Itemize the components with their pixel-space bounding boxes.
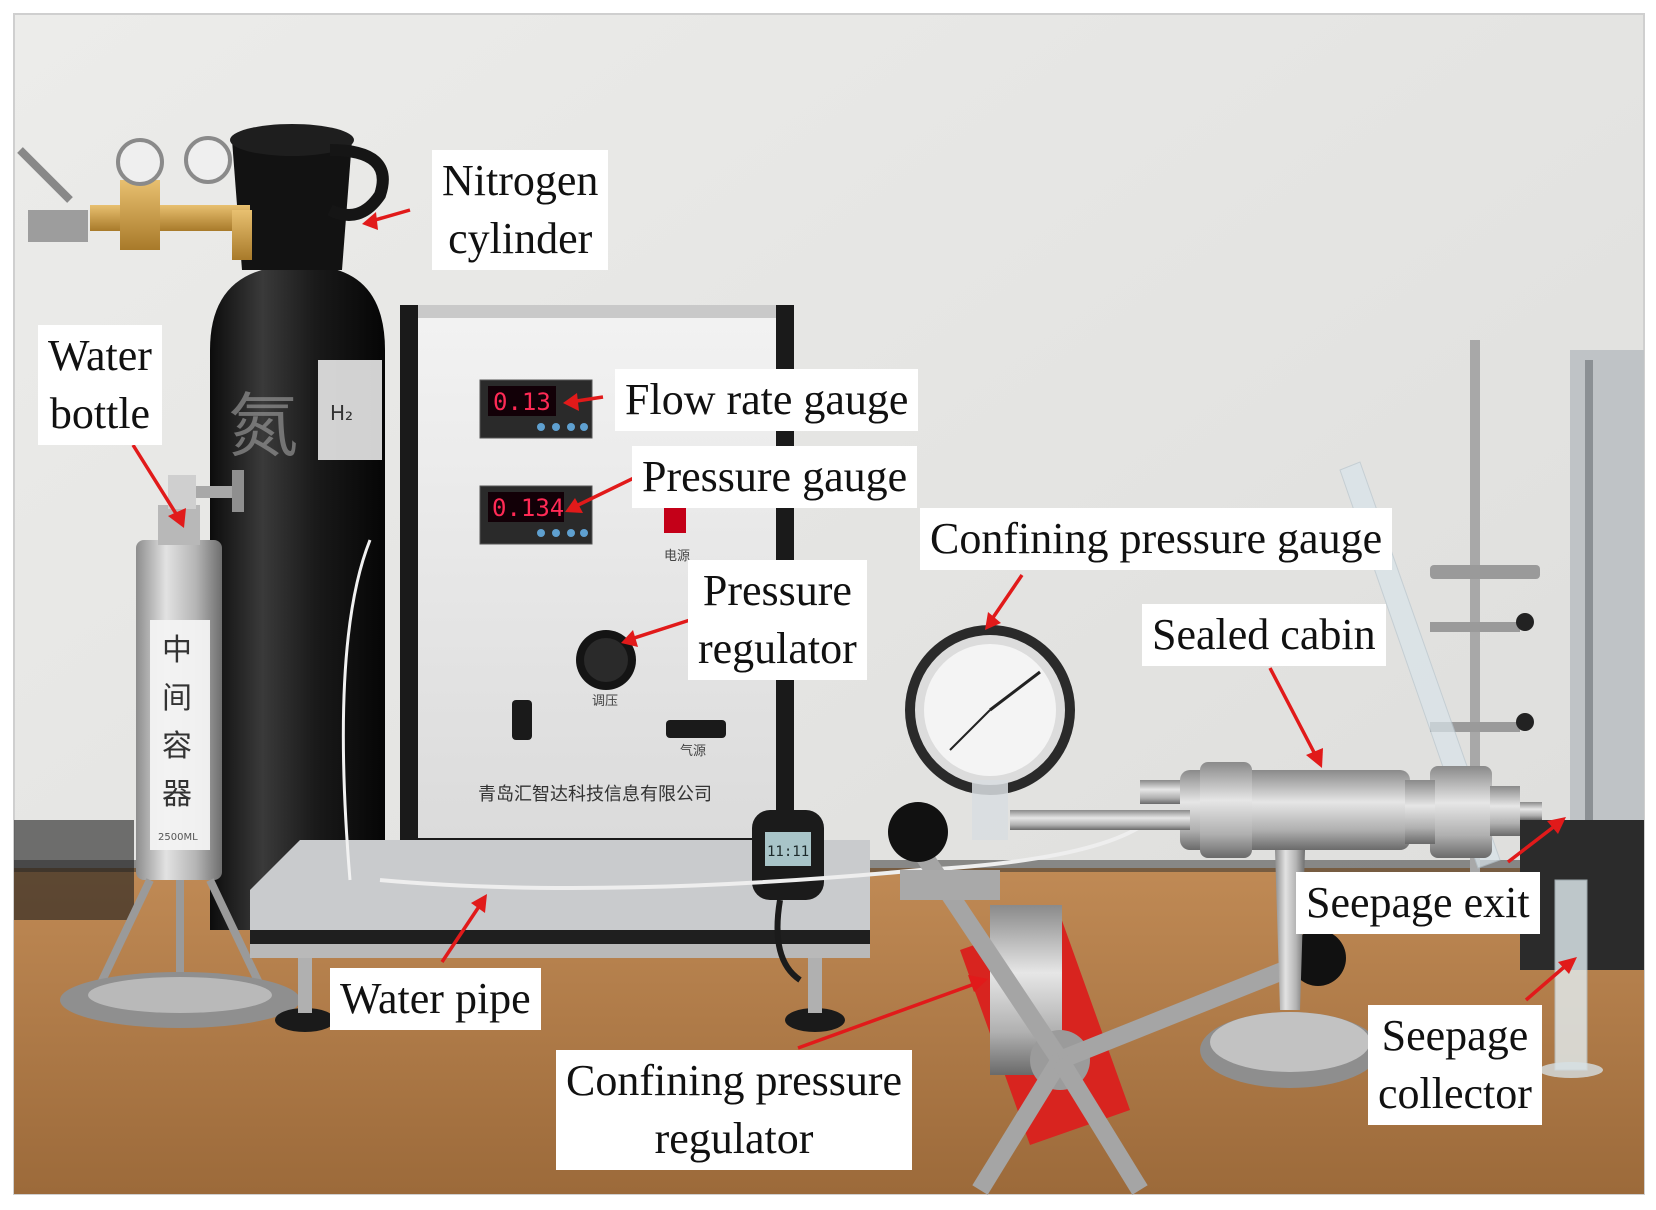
pressure-display-value: 0.134 — [492, 494, 564, 522]
arrow-sealed-cabin — [1268, 667, 1323, 768]
label-nitrogen-cylinder: Nitrogen cylinder — [432, 150, 609, 270]
label-sealed-cabin: Sealed cabin — [1142, 604, 1386, 666]
nitrogen-cylinder: H₂ 氮 — [210, 124, 389, 930]
label-seepage-collector-line-2: collector — [1378, 1069, 1532, 1118]
label-confining-pressure-gauge: Confining pressure gauge — [920, 508, 1393, 570]
confining-pressure-regulator — [888, 802, 1346, 1195]
sealed-cabin — [1140, 762, 1542, 1088]
arrow-seepage-collector — [1524, 957, 1577, 1002]
bottle-char-1: 中 — [162, 633, 192, 668]
bottle-char-4: 器 — [162, 777, 192, 812]
bottle-char-2: 间 — [162, 681, 192, 716]
water-bottle: 中 间 容 器 2500ML — [60, 470, 300, 1028]
label-nitrogen-cylinder-line-2: cylinder — [448, 214, 593, 263]
cylinder-tag: H₂ — [330, 401, 353, 425]
flow-display-value: 0.13 — [493, 388, 551, 416]
base-plate — [250, 840, 870, 1032]
label-water-pipe: Water pipe — [330, 968, 541, 1030]
arrow-confining-pressure-regulator — [797, 975, 988, 1050]
label-confining-pressure-regulator-line-2: regulator — [654, 1114, 814, 1163]
label-confining-pressure-regulator: Confining pressure regulator — [556, 1050, 913, 1170]
arrow-water-bottle — [131, 444, 186, 528]
arrow-water-pipe — [440, 894, 487, 963]
label-seepage-exit: Seepage exit — [1296, 872, 1540, 934]
water-pipe-tube — [379, 818, 1152, 890]
arrow-seepage-exit — [1506, 817, 1566, 864]
label-seepage-collector-line-1: Seepage — [1381, 1011, 1529, 1060]
knob-label: 调压 — [592, 694, 618, 709]
stopwatch-display: 11:11 — [767, 844, 809, 860]
label-nitrogen-cylinder-line-1: Nitrogen — [442, 156, 599, 205]
label-flow-rate-gauge: Flow rate gauge — [615, 369, 919, 431]
seepage-collector-glass — [1554, 879, 1588, 1071]
ring-stand-rod — [1470, 340, 1480, 880]
switch-label: 气源 — [680, 743, 706, 759]
company-name: 青岛汇智达科技信息有限公司 — [478, 784, 712, 805]
bottle-char-3: 容 — [162, 729, 192, 764]
cylinder-regulator-valve — [17, 136, 252, 260]
arrow-pressure-gauge — [565, 473, 641, 513]
arrow-pressure-regulator — [621, 618, 691, 647]
label-water-bottle: Water bottle — [38, 325, 162, 445]
arrow-nitrogen-cylinder — [362, 208, 411, 230]
label-pressure-regulator-line-1: Pressure — [702, 566, 852, 615]
label-water-bottle-line-1: Water — [48, 331, 152, 380]
right-rack — [1570, 350, 1644, 870]
power-label: 电源 — [664, 549, 690, 564]
label-pressure-regulator-line-2: regulator — [698, 624, 857, 673]
confining-pressure-gauge-dial — [905, 625, 1075, 840]
arrow-confining-pressure-gauge — [985, 574, 1024, 630]
annotation-arrows — [131, 208, 1577, 1050]
cylinder-character: 氮 — [228, 385, 298, 467]
label-water-bottle-line-2: bottle — [49, 389, 151, 438]
bottle-tag: 2500ML — [158, 832, 198, 843]
arrow-flow-rate-gauge — [563, 393, 604, 411]
label-seepage-collector: Seepage collector — [1368, 1005, 1542, 1125]
label-confining-pressure-regulator-line-1: Confining pressure — [566, 1056, 903, 1105]
label-pressure-gauge: Pressure gauge — [632, 446, 918, 508]
label-pressure-regulator: Pressure regulator — [688, 560, 867, 680]
